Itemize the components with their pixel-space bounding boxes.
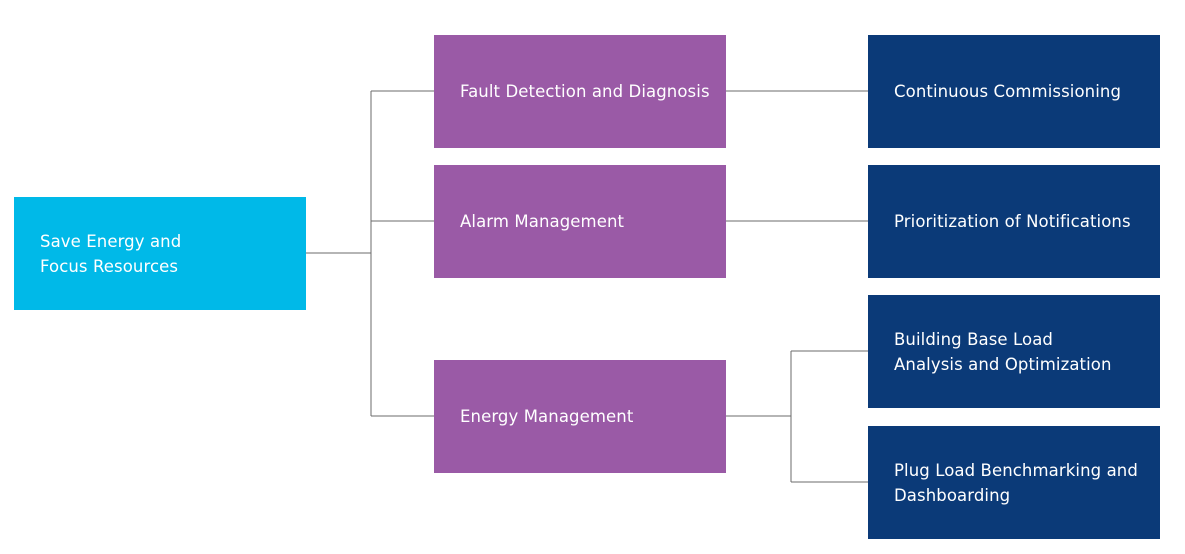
leaf-node-label: Plug Load Benchmarking and Dashboarding bbox=[894, 460, 1138, 505]
branch-node-label: Fault Detection and Diagnosis bbox=[460, 82, 710, 101]
leaf-node-building-base-load: Building Base Load Analysis and Optimiza… bbox=[868, 295, 1160, 408]
leaf-node-prioritization-notifications: Prioritization of Notifications bbox=[868, 165, 1160, 278]
leaf-node-plug-load-benchmarking: Plug Load Benchmarking and Dashboarding bbox=[868, 426, 1160, 539]
leaf-node-continuous-commissioning: Continuous Commissioning bbox=[868, 35, 1160, 148]
leaf-node-label: Continuous Commissioning bbox=[894, 82, 1122, 101]
branch-node-energy-management: Energy Management bbox=[434, 360, 726, 473]
root-node-save-energy: Save Energy and Focus Resources bbox=[14, 197, 306, 310]
root-node-label: Save Energy and Focus Resources bbox=[40, 231, 182, 276]
leaf-node-label: Prioritization of Notifications bbox=[894, 212, 1131, 231]
branch-node-alarm-management: Alarm Management bbox=[434, 165, 726, 278]
leaf-node-label: Building Base Load Analysis and Optimiza… bbox=[894, 329, 1112, 374]
branch-node-fault-detection: Fault Detection and Diagnosis bbox=[434, 35, 726, 148]
branch-node-label: Energy Management bbox=[460, 407, 634, 426]
branch-node-label: Alarm Management bbox=[460, 212, 625, 231]
